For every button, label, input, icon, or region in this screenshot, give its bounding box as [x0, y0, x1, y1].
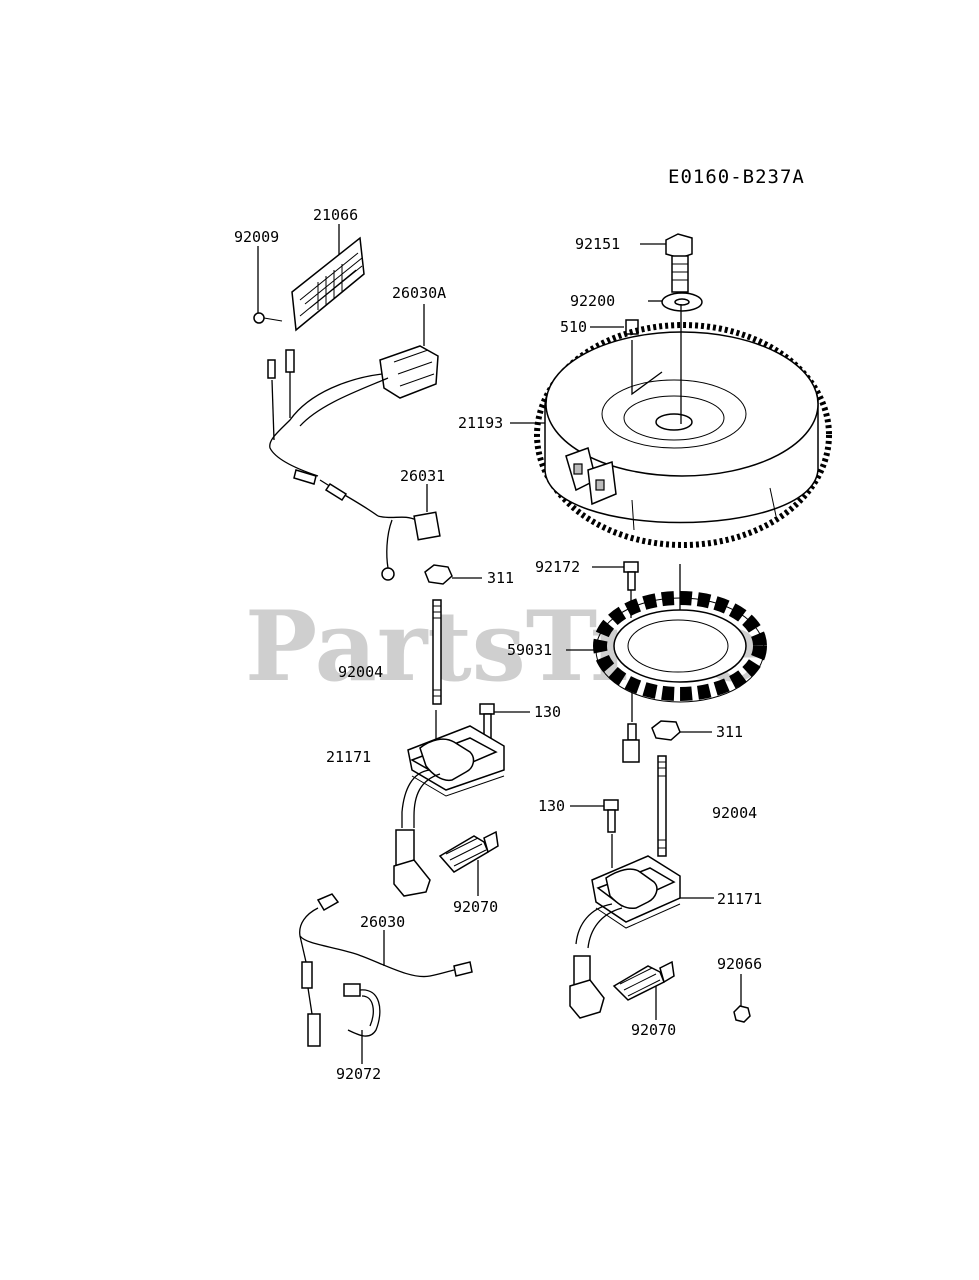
label-92072: 92072	[336, 1065, 381, 1083]
diagram-code: E0160-B237A	[668, 166, 805, 188]
part-510-key[interactable]	[590, 319, 639, 335]
label-26031: 26031	[400, 467, 445, 485]
label-92009: 92009	[234, 228, 279, 246]
part-92151-bolt[interactable]	[640, 233, 693, 293]
part-311-nut-right[interactable]	[651, 720, 712, 741]
part-26031-lead[interactable]	[319, 479, 441, 581]
label-92066: 92066	[717, 955, 762, 973]
label-26030: 26030	[360, 913, 405, 931]
label-92004-left: 92004	[338, 663, 383, 681]
label-21193: 21193	[458, 414, 503, 432]
part-130-bolt-right[interactable]	[570, 799, 619, 833]
part-311-nut-left[interactable]	[424, 564, 482, 585]
part-26030A-harness[interactable]	[267, 304, 439, 485]
part-stator-lead[interactable]	[622, 690, 640, 763]
label-130-left: 130	[534, 703, 561, 721]
part-92004-stud-left[interactable]	[432, 599, 442, 705]
label-21066: 21066	[313, 206, 358, 224]
part-92066-nut[interactable]	[733, 974, 751, 1023]
part-plug-cap-right[interactable]	[569, 955, 605, 1019]
label-92151: 92151	[575, 235, 620, 253]
part-plug-cap-left[interactable]	[393, 829, 431, 897]
label-21171-left: 21171	[326, 748, 371, 766]
label-510: 510	[560, 318, 587, 336]
label-311-left: 311	[487, 569, 514, 587]
part-130-bolt-left[interactable]	[479, 703, 530, 741]
part-92009-screw[interactable]	[253, 246, 283, 324]
part-92004-stud-right[interactable]	[657, 755, 667, 857]
part-59031-stator[interactable]	[566, 591, 767, 703]
label-92004-right: 92004	[712, 804, 757, 822]
label-21171-right: 21171	[717, 890, 762, 908]
part-92070-sparkplug-left[interactable]	[438, 830, 499, 896]
part-92072-lead[interactable]	[343, 983, 381, 1064]
label-92070-left: 92070	[453, 898, 498, 916]
part-21171-coil-left[interactable]	[401, 710, 505, 828]
label-26030A: 26030A	[392, 284, 446, 302]
part-21171-coil-right[interactable]	[575, 834, 714, 949]
part-92200-washer[interactable]	[648, 292, 703, 312]
label-92070-right: 92070	[631, 1021, 676, 1039]
part-21193-flywheel[interactable]	[510, 304, 832, 548]
part-92070-sparkplug-right[interactable]	[612, 960, 675, 1020]
label-130-right: 130	[538, 797, 565, 815]
label-59031: 59031	[507, 641, 552, 659]
part-26030-wire[interactable]	[299, 893, 473, 1047]
label-92172: 92172	[535, 558, 580, 576]
part-21066-regulator[interactable]	[291, 224, 365, 332]
label-311-right: 311	[716, 723, 743, 741]
label-92200: 92200	[570, 292, 615, 310]
